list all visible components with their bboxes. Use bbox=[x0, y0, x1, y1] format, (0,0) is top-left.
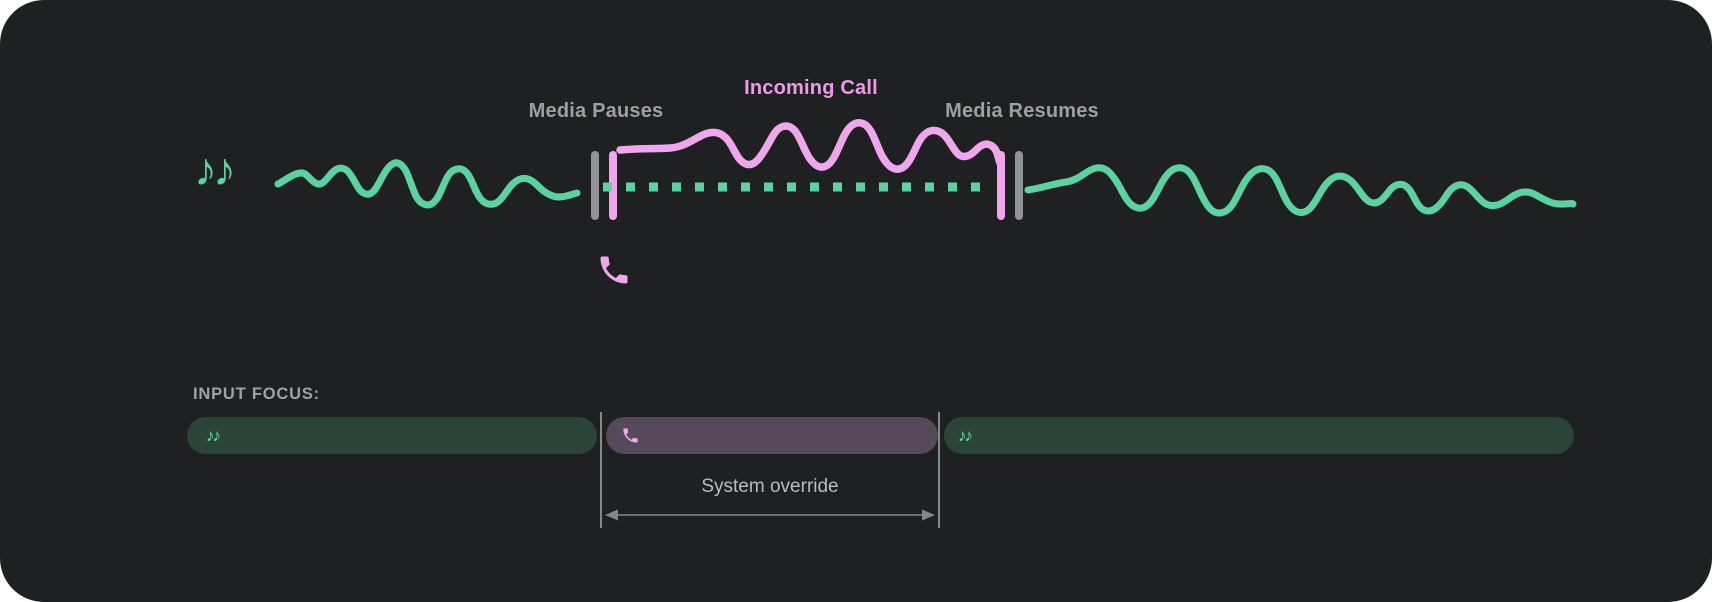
media-resumes-label: Media Resumes bbox=[945, 100, 1099, 122]
focus-track-media-after: ♪♪ bbox=[944, 417, 1574, 454]
media-pauses-label: Media Pauses bbox=[528, 100, 664, 122]
input-focus-heading: INPUT FOCUS: bbox=[193, 385, 320, 403]
pause-marker-pink bbox=[609, 151, 617, 220]
media-paused-dotted-line bbox=[603, 182, 994, 192]
pause-marker-gray bbox=[591, 151, 599, 220]
focus-track-call bbox=[606, 417, 938, 454]
call-waveform bbox=[616, 119, 1004, 173]
resume-marker-gray bbox=[1015, 151, 1023, 220]
phone-icon bbox=[623, 428, 638, 443]
override-right-boundary bbox=[938, 412, 940, 528]
override-range-arrow bbox=[605, 509, 935, 521]
media-waveform-left bbox=[274, 159, 581, 209]
override-left-boundary bbox=[600, 412, 602, 528]
music-notes-icon: ♪♪ bbox=[194, 143, 236, 195]
media-waveform-right bbox=[1024, 164, 1577, 217]
music-notes-icon: ♪♪ bbox=[206, 426, 221, 445]
resume-marker-pink bbox=[997, 151, 1005, 220]
incoming-call-label: Incoming Call bbox=[744, 77, 878, 99]
focus-track-media-before: ♪♪ bbox=[187, 417, 597, 454]
music-notes-icon: ♪♪ bbox=[958, 426, 973, 445]
system-override-label: System override bbox=[701, 476, 839, 497]
phone-icon bbox=[600, 256, 628, 284]
